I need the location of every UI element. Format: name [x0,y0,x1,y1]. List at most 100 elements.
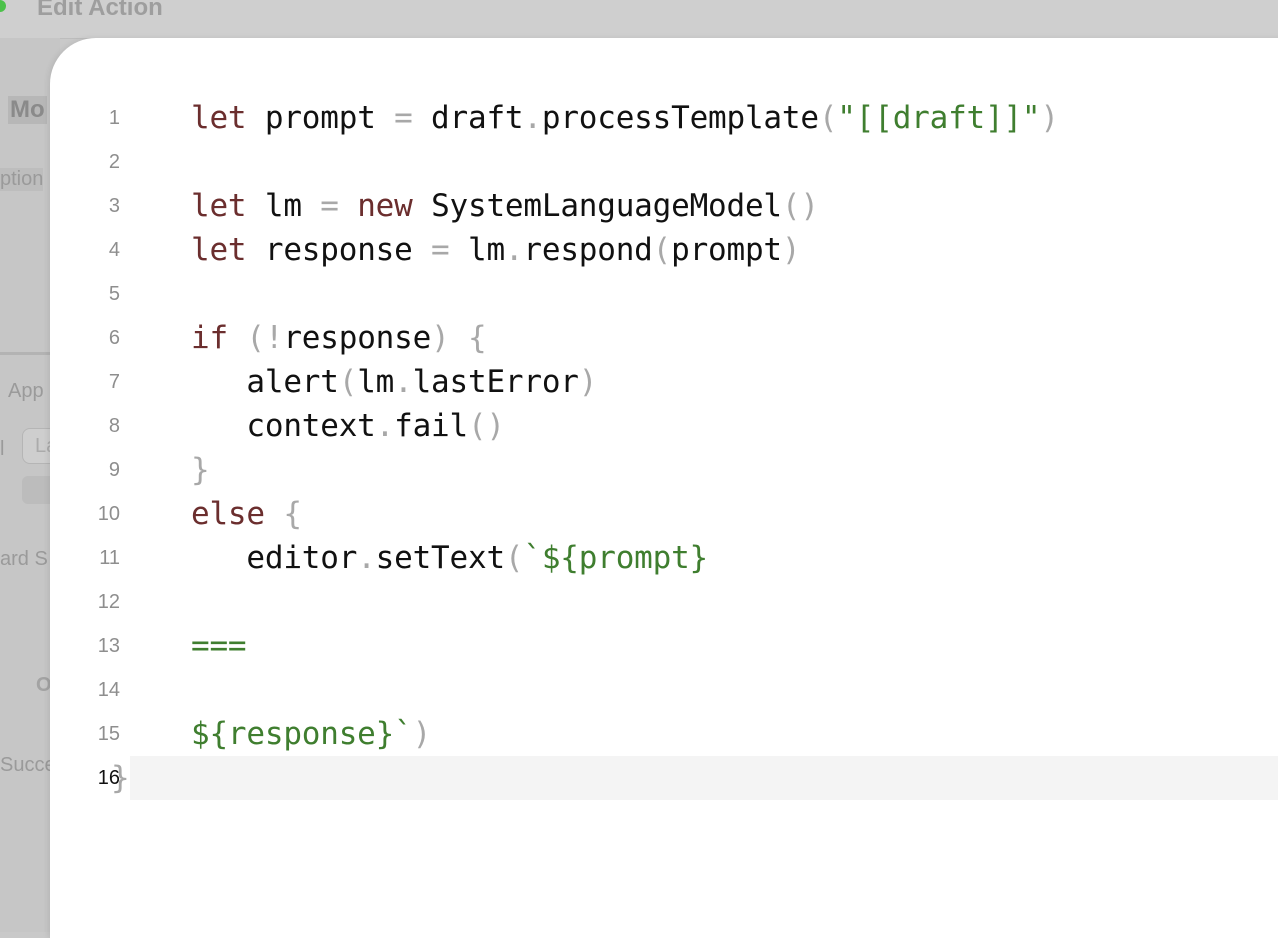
code-text[interactable]: === [191,628,247,664]
token-operator: ) [1040,100,1059,136]
code-line-2[interactable]: 2 [50,140,1278,184]
token-operator: = [320,188,339,224]
code-line-9[interactable]: 9 } [50,448,1278,492]
line-number: 11 [99,546,120,569]
script-editor-sheet: 1 let prompt = draft.processTemplate("[[… [50,38,1278,938]
token-identifier: response [246,232,432,268]
code-text[interactable]: if (!response) { [191,320,487,356]
code-line-15[interactable]: 15 ${response}`) [50,712,1278,756]
code-line-12[interactable]: 12 [50,580,1278,624]
token-keyword: if [191,320,228,356]
token-identifier: response [283,320,432,356]
token-operator: (! [246,320,284,356]
code-text[interactable]: editor.setText(`${prompt} [191,540,708,576]
code-text[interactable]: let response = lm.respond(prompt) [191,232,801,268]
token-space [339,188,357,224]
token-identifier: respond [523,232,653,268]
token-operator: } [111,760,130,796]
code-text[interactable]: ${response}`) [191,716,431,752]
token-operator: = [431,232,450,268]
code-line-13[interactable]: 13 === [50,624,1278,668]
token-operator: . [394,364,413,400]
code-line-3[interactable]: 3 let lm = new SystemLanguageModel() [50,184,1278,228]
code-text[interactable]: else { [191,496,302,532]
zoom-window-button[interactable] [0,0,6,12]
code-line-7[interactable]: 7 alert(lm.lastError) [50,360,1278,404]
code-text[interactable]: } [111,760,130,796]
token-operator: ( [338,364,358,400]
token-identifier: setText [375,540,505,576]
token-operator: } [191,452,210,488]
line-number: 5 [108,282,120,305]
token-operator: . [375,408,395,444]
token-identifier: context [191,408,376,444]
token-operator: ) [781,232,801,268]
token-keyword: let [191,232,247,268]
title-bar: Edit Action [0,0,1278,39]
code-line-11[interactable]: 11 editor.setText(`${prompt} [50,536,1278,580]
token-identifier: prompt [671,232,782,268]
code-text[interactable]: context.fail() [191,408,505,444]
code-line-10[interactable]: 10 else { [50,492,1278,536]
token-identifier: lm [449,232,505,268]
line-number: 16 [97,766,120,789]
token-operator: ) [578,364,598,400]
background-keyboard-label: ard S [0,548,48,570]
background-divider [0,352,60,355]
line-number: 3 [108,194,120,217]
token-operator: ) [412,716,432,752]
token-operator: . [357,540,376,576]
token-operator: () [467,408,505,444]
token-identifier: lm [246,188,321,224]
token-identifier: editor [191,540,358,576]
token-operator: () [781,188,819,224]
background-o-label: O [36,674,52,696]
token-string: `${prompt} [523,540,709,576]
token-operator: ( [504,540,524,576]
code-text[interactable]: let prompt = draft.processTemplate("[[dr… [191,100,1059,136]
code-text[interactable]: alert(lm.lastError) [191,364,597,400]
code-line-4[interactable]: 4 let response = lm.respond(prompt) [50,228,1278,272]
token-identifier: lm [357,364,395,400]
line-number: 15 [97,722,120,745]
line-number: 10 [97,502,120,525]
token-keyword: let [191,188,247,224]
code-text[interactable]: } [191,452,210,488]
token-identifier: processTemplate [541,100,819,136]
token-identifier: prompt [246,100,395,136]
background-field-label: l [0,438,5,460]
token-identifier: draft [412,100,524,136]
token-string: ${response}` [191,716,413,752]
token-operator: = [394,100,413,136]
line-number: 7 [108,370,120,393]
token-operator: ) [431,320,450,356]
code-text[interactable]: let lm = new SystemLanguageModel() [191,188,819,224]
background-mode-label: Mo [8,96,47,124]
token-operator: . [504,232,524,268]
token-operator: . [523,100,542,136]
code-line-6[interactable]: 6 if (!response) { [50,316,1278,360]
token-string: === [191,628,247,664]
line-number: 1 [108,106,120,129]
code-line-14[interactable]: 14 [50,668,1278,712]
background-options-label: ption [0,168,44,191]
line-number: 9 [108,458,120,481]
token-space [228,320,246,356]
token-identifier: SystemLanguageModel [412,188,782,224]
code-line-16-current[interactable]: 16 } [98,756,1278,800]
token-keyword: let [191,100,247,136]
line-number: 14 [97,678,120,701]
window-title: Edit Action [37,0,163,21]
token-identifier: fail [394,408,468,444]
line-number: 2 [108,150,120,173]
line-number: 4 [108,238,120,261]
token-operator: { [449,320,487,356]
code-line-8[interactable]: 8 context.fail() [50,404,1278,448]
token-operator: ( [818,100,838,136]
code-line-5[interactable]: 5 [50,272,1278,316]
token-identifier: lastError [412,364,579,400]
code-line-1[interactable]: 1 let prompt = draft.processTemplate("[[… [50,96,1278,140]
token-identifier: alert [191,364,339,400]
background-app-label: App [8,380,44,402]
code-editor[interactable]: 1 let prompt = draft.processTemplate("[[… [50,96,1278,800]
